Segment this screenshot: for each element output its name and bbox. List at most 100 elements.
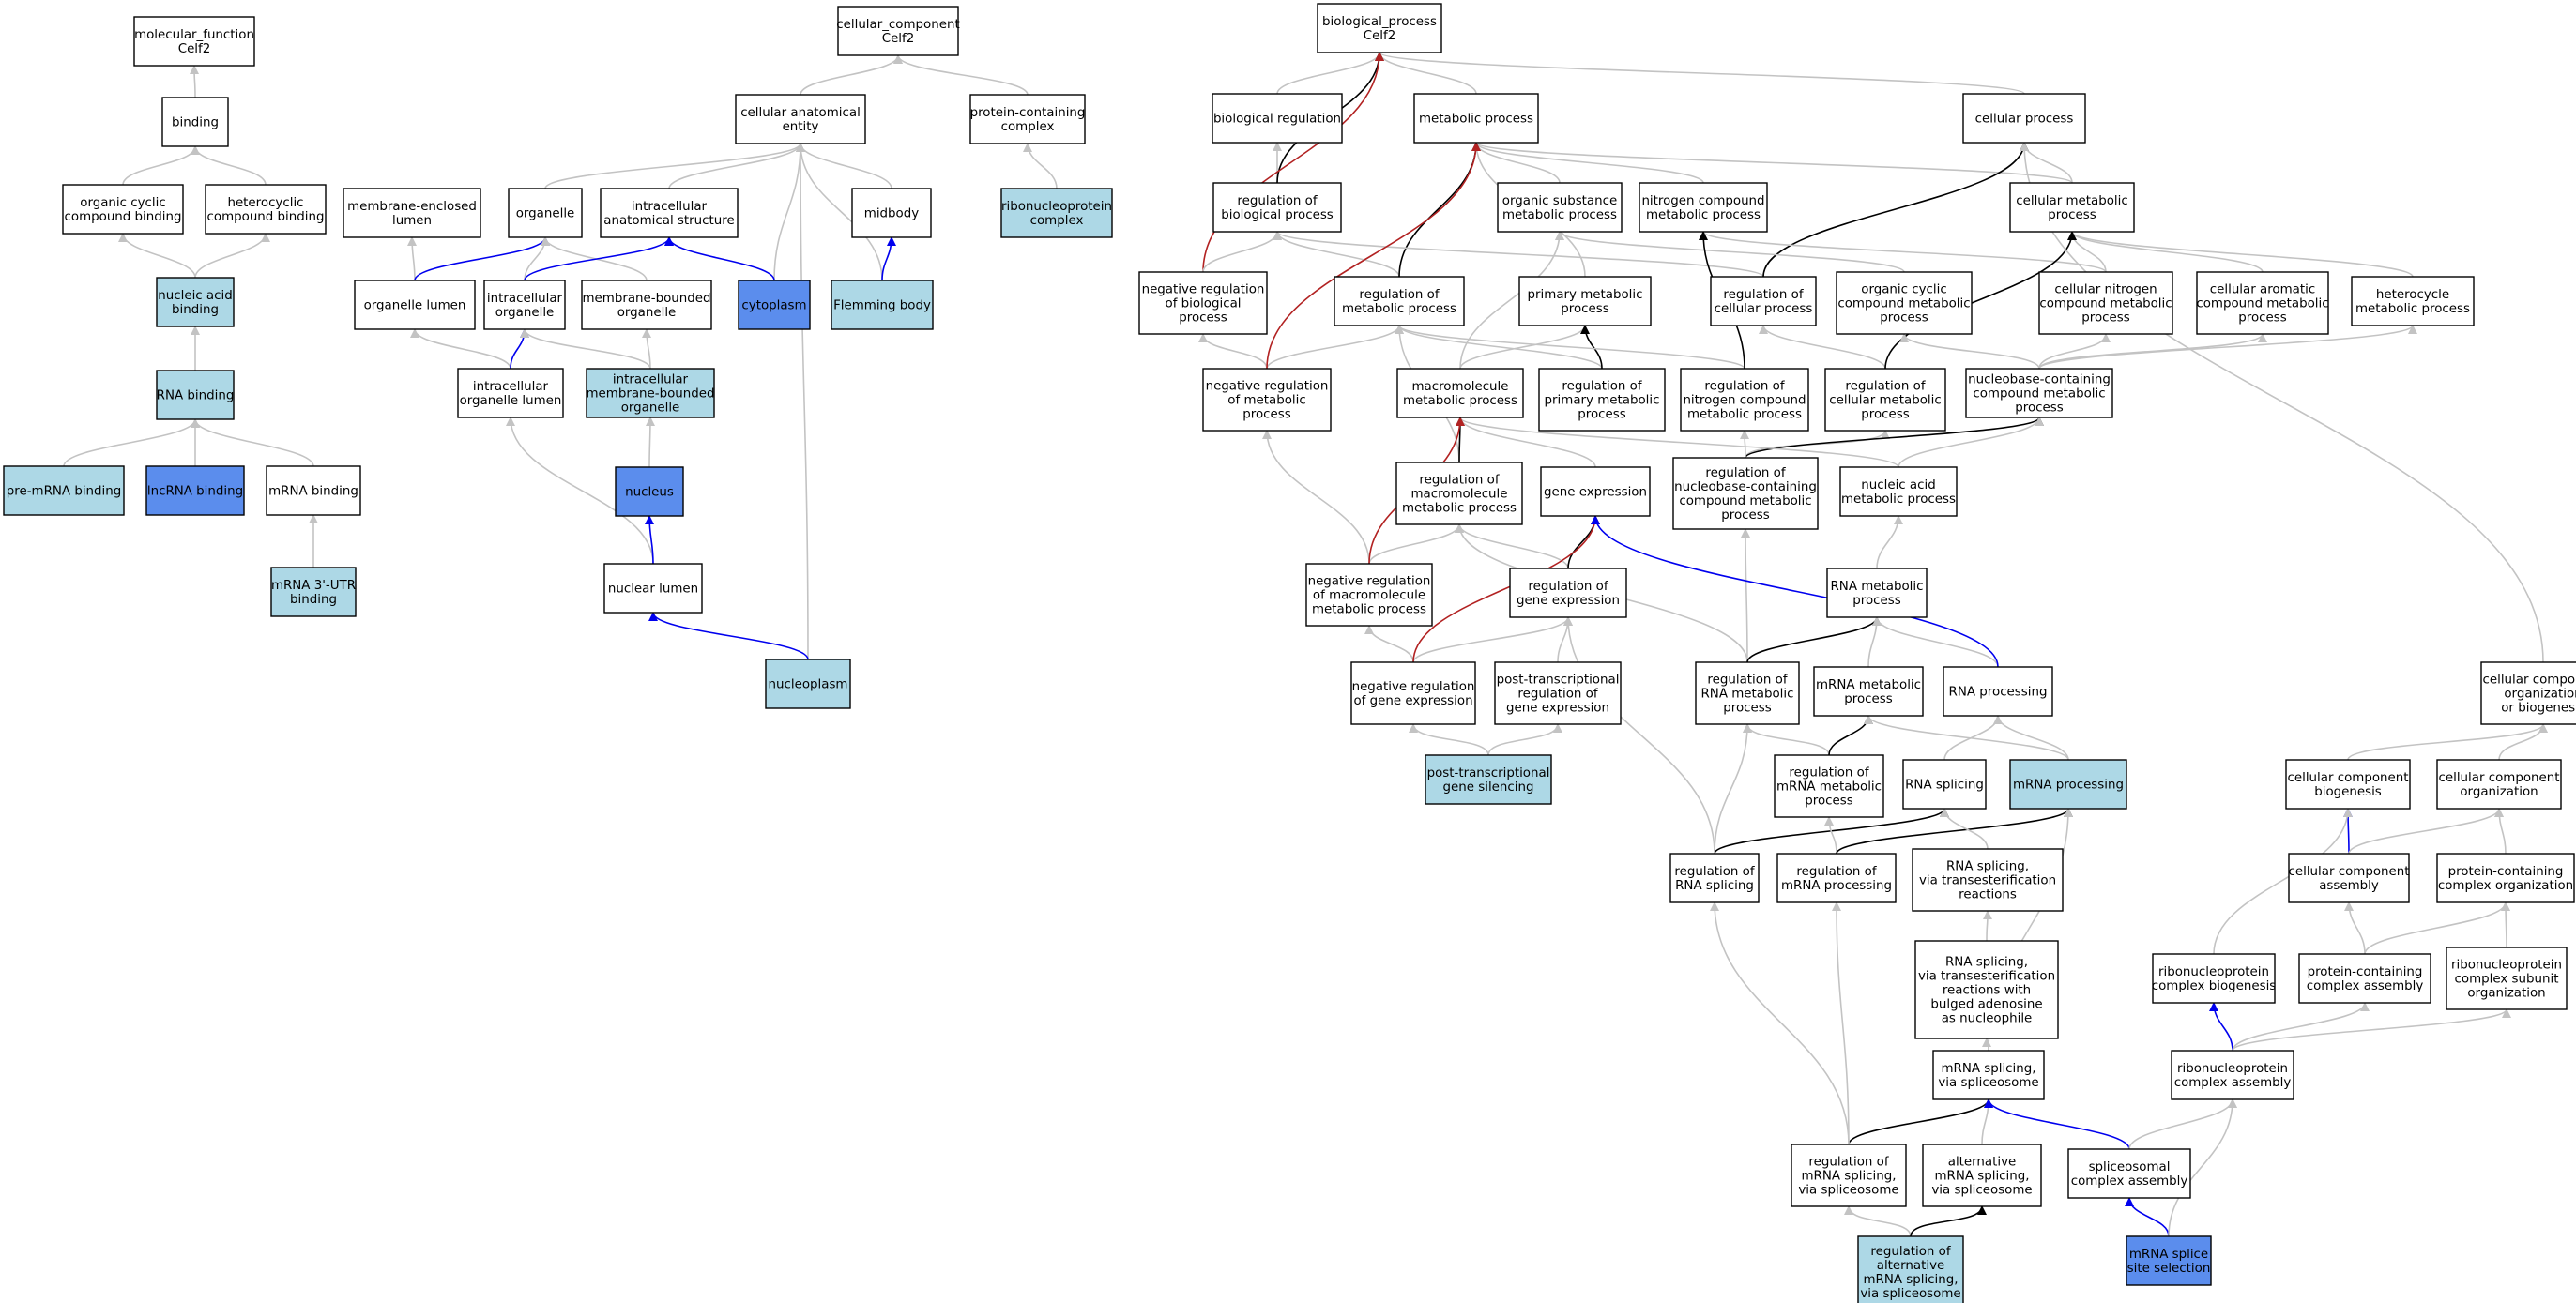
go-term-node-cellp[interactable]: cellular process: [1962, 93, 2086, 144]
go-term-node-mrnass[interactable]: mRNA splicing,via spliceosome: [1932, 1050, 2045, 1100]
go-term-node-lncrna[interactable]: lncRNA binding: [145, 465, 245, 516]
go-term-node-nucleoplasm[interactable]: nucleoplasm: [765, 659, 851, 709]
go-term-node-rnasplice[interactable]: RNA splicing: [1902, 759, 1987, 810]
go-term-node-gexp[interactable]: gene expression: [1540, 466, 1651, 517]
go-term-node-rnbcmp[interactable]: regulation ofnucleobase-containingcompou…: [1672, 457, 1819, 530]
go-term-node-mrnaproc[interactable]: mRNA processing: [2009, 759, 2127, 810]
node-label-line: process: [1242, 408, 1290, 422]
edge-arrow: [1198, 333, 1268, 370]
node-label-line: ribonucleoprotein: [1001, 200, 1112, 214]
edge-arrow: [506, 417, 654, 565]
go-term-node-olumen[interactable]: organelle lumen: [354, 280, 476, 330]
go-term-node-cytoplasm[interactable]: cytoplasm: [738, 280, 811, 330]
go-term-node-ccob[interactable]: cellular componentorganizationor biogene…: [2480, 661, 2576, 725]
edge-cacmp-to-cmp: [2067, 231, 2264, 273]
go-term-node-nucleus[interactable]: nucleus: [615, 466, 684, 517]
go-term-node-mrnab[interactable]: mRNA binding: [266, 465, 361, 516]
go-term-node-rnastb[interactable]: RNA splicing,via transesterificationreac…: [1914, 940, 2059, 1039]
edge-arrow: [1202, 52, 1384, 273]
edge-imbo-to-mbo: [642, 328, 652, 370]
node-label-line: heterocyclic: [227, 196, 303, 210]
go-term-node-rnab[interactable]: RNA binding: [156, 370, 235, 420]
go-term-node-premrna[interactable]: pre-mRNA binding: [3, 465, 125, 516]
go-term-node-rnast[interactable]: RNA splicing,via transesterificationreac…: [1912, 848, 2064, 912]
go-term-node-breg[interactable]: biological regulation: [1212, 93, 1343, 144]
node-box: [354, 280, 476, 330]
node-box: [615, 466, 684, 517]
go-term-node-metab[interactable]: metabolic process: [1413, 93, 1539, 144]
edge-rge-to-rmmp: [1455, 523, 1569, 569]
node-label-line: organelle: [617, 306, 677, 320]
go-term-node-flemming[interactable]: Flemming body: [831, 280, 934, 330]
edge-cytoplasm-to-cae: [773, 143, 805, 281]
go-term-node-rnaproc[interactable]: RNA processing: [1943, 666, 2053, 717]
go-term-node-binding[interactable]: binding: [161, 97, 229, 147]
go-term-node-midbody[interactable]: midbody: [851, 188, 932, 238]
edge-pcc-to-cc: [893, 54, 1029, 96]
go-term-node-nlumen[interactable]: nuclear lumen: [603, 563, 703, 614]
go-term-node-organelle[interactable]: organelle: [508, 188, 583, 238]
node-box: [831, 280, 934, 330]
